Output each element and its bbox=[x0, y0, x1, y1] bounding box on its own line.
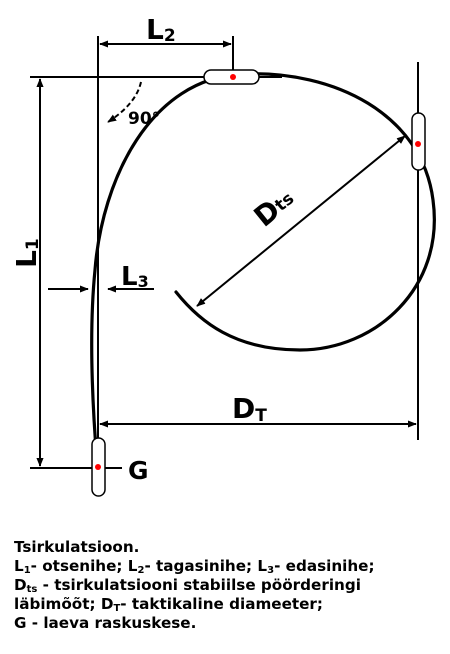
l3-label: L3 bbox=[121, 262, 149, 292]
angle-90-arrow bbox=[107, 81, 142, 123]
reference-lines bbox=[30, 36, 419, 470]
g-marker-start bbox=[95, 464, 101, 470]
caption-title: Tsirkulatsioon. bbox=[14, 538, 140, 556]
angle-90-label: 90° bbox=[128, 109, 160, 129]
g-marker-top bbox=[230, 74, 236, 80]
caption-line-3: Dts - tsirkulatsiooni stabiilse pöörderi… bbox=[14, 576, 361, 595]
l1-label: L1 bbox=[10, 238, 43, 268]
dts-label: Dts bbox=[248, 182, 301, 234]
dts-dimension-arrow bbox=[196, 135, 406, 307]
caption-line-4: läbimõõt; DT- taktikaline diameeter; bbox=[14, 595, 323, 614]
dimension-arrows bbox=[36, 40, 417, 467]
g-marker-right bbox=[415, 141, 421, 147]
l2-label: L2 bbox=[146, 13, 176, 46]
dt-label: DT bbox=[232, 392, 267, 426]
g-label: G bbox=[128, 456, 149, 485]
ship-circulation-diagram: L2 90° L1 L3 Dts DT G bbox=[10, 13, 436, 497]
caption-line-2: L1- otsenihe; L2- tagasinihe; L3- edasin… bbox=[14, 557, 375, 576]
figure-caption: Tsirkulatsioon. L1- otsenihe; L2- tagasi… bbox=[14, 538, 446, 633]
caption-line-5: G - laeva raskuskese. bbox=[14, 614, 197, 632]
trajectory-curve bbox=[90, 72, 436, 464]
